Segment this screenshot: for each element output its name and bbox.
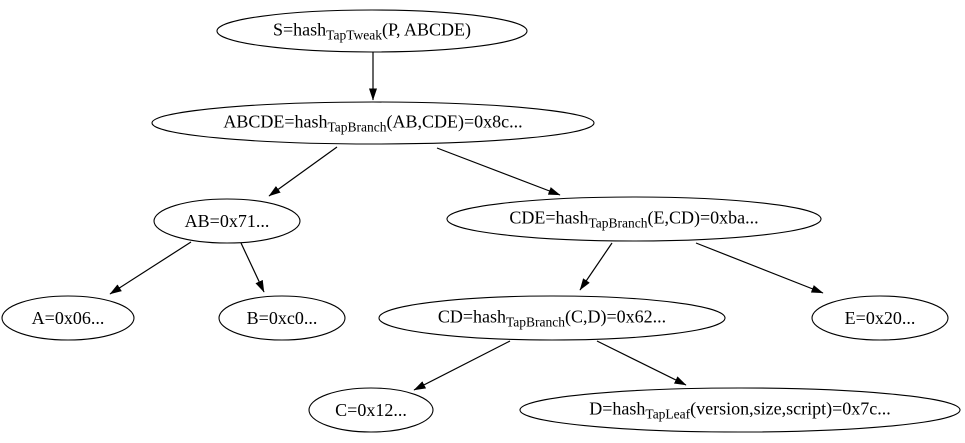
node-s-label: S=hashTapTweak(P, ABCDE) (273, 20, 471, 42)
node-b-label: B=0xc0... (247, 309, 318, 327)
node-cd-subscript: TapBranch (505, 314, 566, 330)
node-ab-text: AB=0x71... (184, 211, 270, 231)
node-ab-label: AB=0x71... (185, 212, 270, 230)
node-abcde-suffix: (AB,CDE)=0x8c... (386, 111, 523, 132)
edge-CDE-E (695, 242, 824, 294)
node-abcde-label: ABCDE=hashTapBranch(AB,CDE)=0x8c... (223, 112, 522, 134)
node-b-text: B=0xc0... (246, 308, 318, 328)
node-a-text: A=0x06... (31, 308, 105, 328)
node-d-subscript: TapLeaf (645, 406, 691, 422)
node-s-suffix: (P, ABCDE) (381, 19, 472, 40)
node-abcde-subscript: TapBranch (327, 119, 387, 135)
edge-ABCDE-CDE (436, 147, 561, 196)
edge-CDE-CD (579, 242, 613, 291)
node-abcde-shape (151, 101, 595, 145)
node-e-text: E=0x20... (844, 308, 916, 328)
node-cd-suffix: (C,D)=0x62... (565, 306, 667, 327)
node-d-label: D=hashTapLeaf(version,size,script)=0x7c.… (589, 399, 891, 421)
node-cde-label: CDE=hashTapBranch(E,CD)=0xba... (509, 208, 758, 230)
node-d-text: D=hash (589, 398, 646, 419)
node-d-suffix: (version,size,script)=0x7c... (690, 398, 891, 419)
node-ab-shape (153, 198, 301, 244)
node-cd-shape (378, 295, 726, 341)
node-a-shape (1, 295, 135, 341)
node-d-shape (519, 387, 961, 433)
node-cd-label: CD=hashTapBranch(C,D)=0x62... (438, 307, 666, 329)
node-cd-text: CD=hash (437, 306, 506, 327)
edge-CD-D (596, 340, 687, 386)
node-c-shape (308, 387, 434, 433)
node-b-shape (218, 295, 346, 341)
node-s-shape (216, 9, 528, 53)
node-s-text: S=hash (272, 19, 327, 40)
node-c-text: C=0x12... (335, 400, 407, 420)
edge-AB-A (109, 241, 192, 295)
edge-ABCDE-AB (268, 146, 338, 197)
node-c-label: C=0x12... (335, 401, 407, 419)
node-e-label: E=0x20... (845, 309, 916, 327)
node-abcde-text: ABCDE=hash (223, 111, 328, 132)
node-s-subscript: TapTweak (326, 27, 382, 43)
node-cde-text: CDE=hash (509, 207, 589, 228)
edge-AB-B (240, 242, 265, 293)
node-e-shape (811, 295, 949, 341)
node-cde-suffix: (E,CD)=0xba... (647, 207, 759, 228)
node-cde-subscript: TapBranch (588, 215, 648, 231)
edge-CD-C (413, 340, 511, 391)
node-cde-shape (446, 196, 822, 242)
node-a-label: A=0x06... (32, 309, 105, 327)
